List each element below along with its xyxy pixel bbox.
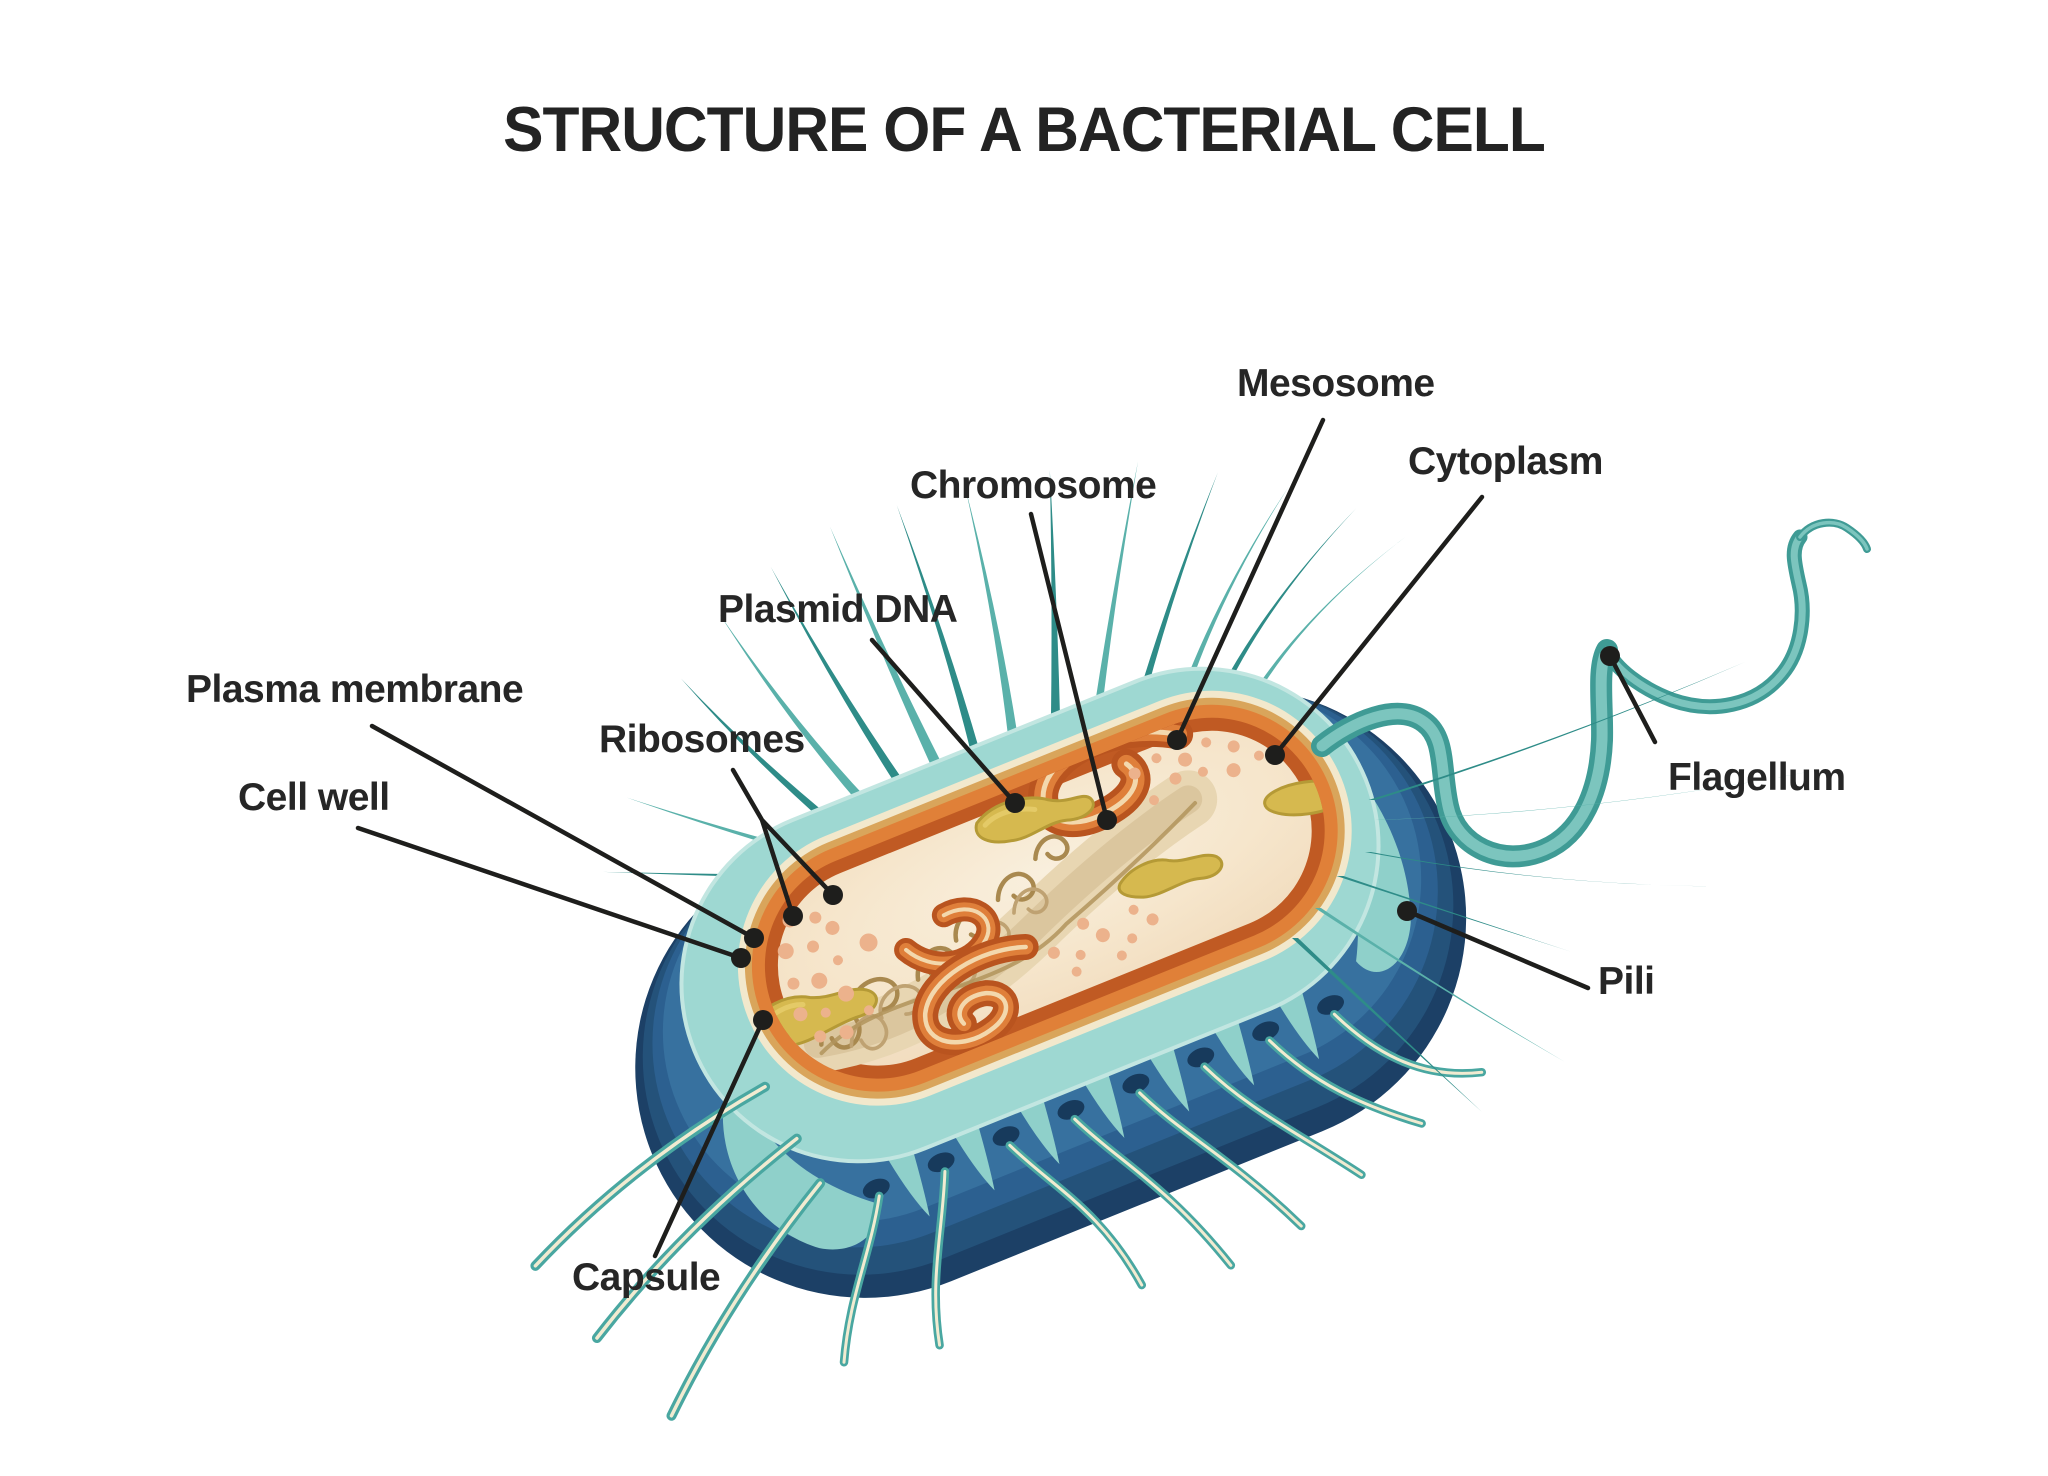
leader-lines	[355, 417, 1658, 1259]
leader-flagellum	[1607, 653, 1658, 745]
ribosome-dots	[777, 737, 1264, 1043]
leader-chromosome	[1028, 511, 1110, 823]
leader-plasmid-dna	[869, 637, 1018, 806]
label-plasmid-dna: Plasmid DNA	[718, 588, 958, 631]
flagella-left	[530, 1081, 826, 1421]
leader-ribosomes	[730, 767, 836, 919]
leader-dots	[731, 646, 1620, 1030]
label-pili: Pili	[1598, 960, 1655, 1003]
leader-plasma-membrane	[369, 723, 757, 941]
label-flagellum: Flagellum	[1668, 756, 1846, 799]
label-ribosomes: Ribosomes	[599, 718, 805, 761]
pili-strands-top	[602, 461, 1406, 878]
pili-strands-right	[1292, 662, 1818, 1112]
cell-interior	[749, 716, 1350, 1073]
page-title: STRUCTURE OF A BACTERIAL CELL	[503, 95, 1546, 165]
chromosome-shape	[788, 770, 1218, 1073]
leader-mesosome	[1174, 417, 1326, 743]
leader-cell-wall	[355, 825, 744, 961]
plasmid-dna-shapes	[749, 779, 1350, 1048]
label-mesosome: Mesosome	[1237, 362, 1435, 405]
label-cell-wall: Cell well	[238, 776, 390, 819]
label-capsule: Capsule	[572, 1256, 721, 1299]
leader-capsule	[652, 1017, 766, 1259]
label-cytoplasm: Cytoplasm	[1408, 440, 1603, 483]
leader-pili	[1404, 908, 1591, 991]
label-chromosome: Chromosome	[910, 464, 1157, 507]
leader-cytoplasm	[1272, 494, 1485, 758]
cell-body	[530, 461, 1487, 1421]
label-plasma-membrane: Plasma membrane	[186, 668, 524, 711]
flagellum-shape	[1311, 518, 1871, 868]
